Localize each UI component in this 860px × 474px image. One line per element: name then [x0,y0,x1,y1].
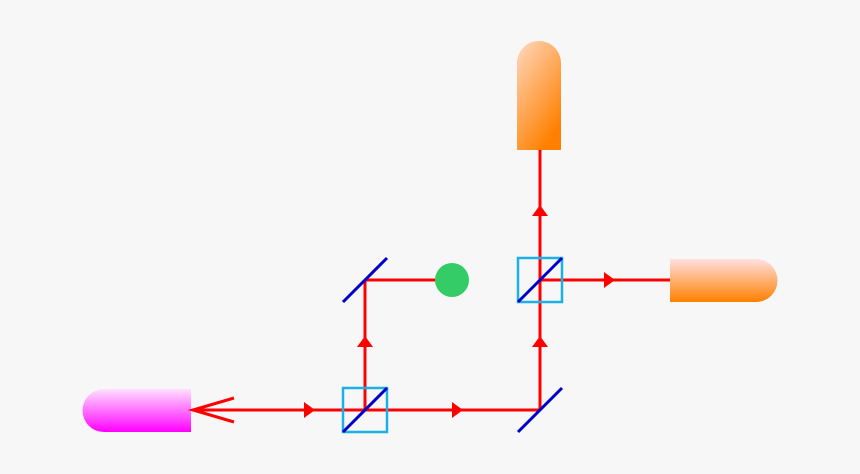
beam-splitter-1 [341,386,389,434]
detector-right [670,259,778,302]
beam-paths [192,150,670,412]
beam-splitter-icon [341,386,389,434]
arrow-right-icon [304,402,315,418]
light-source [82,389,235,432]
beam-splitter-diagonal [516,256,564,304]
sample-object [435,263,469,297]
laser-source-icon [82,389,191,432]
beam-splitter-icon [516,256,564,304]
arrow-up-icon [357,336,373,347]
beam-splitter-diagonal [341,386,389,434]
beam-splitter-2 [516,256,564,304]
detector-top [517,41,561,150]
arrow-up-icon [532,336,548,347]
arrow-right-icon [452,402,463,418]
arrow-up-icon [532,205,548,216]
beam-direction-arrows [304,205,615,418]
arrow-right-icon [604,272,615,288]
open-arrowhead-icon [187,396,235,424]
mirror-upper-left [341,256,389,304]
mirror-lower-right [516,386,564,434]
